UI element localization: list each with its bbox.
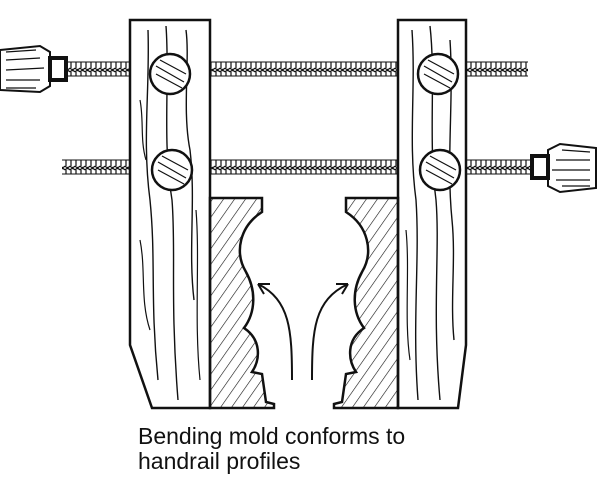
- arrow-icon: [257, 283, 349, 381]
- bending-mold-icon: [208, 196, 276, 410]
- bending-mold-icon: [332, 196, 400, 410]
- dowel-icon: [148, 52, 462, 192]
- figure-caption: Bending mold conforms to handrail profil…: [138, 424, 405, 474]
- clamp-screw-handle-icon: [0, 44, 68, 94]
- caption-line-2: handrail profiles: [138, 448, 301, 474]
- clamp-screw-handle-icon: [530, 142, 597, 194]
- handscrew-clamp-illustration: [0, 18, 597, 410]
- caption-line-1: Bending mold conforms to: [138, 423, 406, 449]
- wood-jaw-icon: [128, 18, 212, 410]
